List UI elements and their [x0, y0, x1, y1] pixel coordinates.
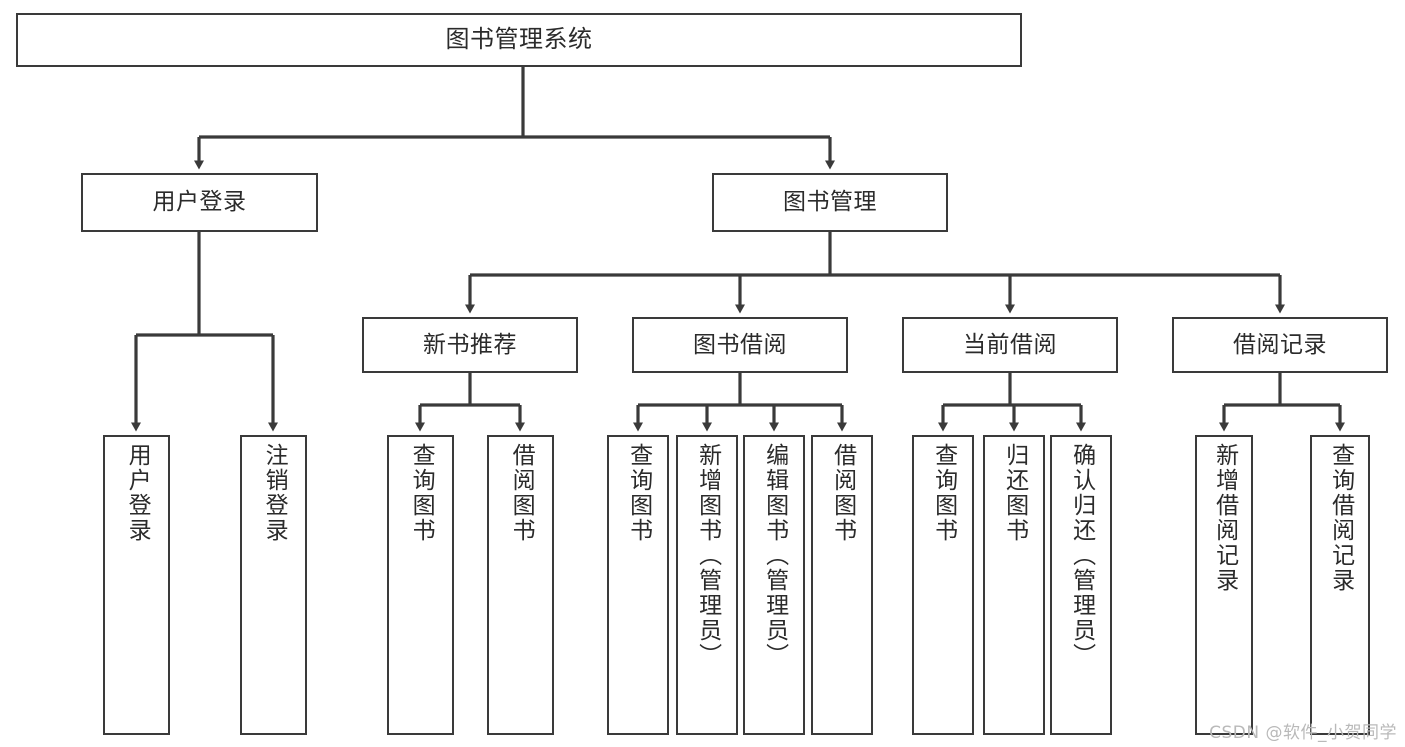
node-book-borrow-label: 图书借阅 — [693, 331, 787, 358]
node-user-login-label: 用户登录 — [152, 189, 247, 216]
leaf-add-borrow-record[interactable]: 新增借阅记录 — [1195, 435, 1253, 735]
leaf-query-book-3-label: 查询图书 — [930, 443, 957, 543]
leaf-edit-book-admin-label: 编辑图书（管理员） — [761, 443, 788, 668]
leaf-query-book-1-label: 查询图书 — [408, 443, 435, 543]
leaf-edit-book-admin[interactable]: 编辑图书（管理员） — [743, 435, 805, 735]
leaf-borrow-book-1[interactable]: 借阅图书 — [487, 435, 554, 735]
node-new-book-recommend[interactable]: 新书推荐 — [362, 317, 578, 373]
node-book-borrow[interactable]: 图书借阅 — [632, 317, 848, 373]
leaf-query-borrow-record[interactable]: 查询借阅记录 — [1310, 435, 1370, 735]
node-borrow-record[interactable]: 借阅记录 — [1172, 317, 1388, 373]
leaf-return-book[interactable]: 归还图书 — [983, 435, 1045, 735]
node-new-book-recommend-label: 新书推荐 — [423, 331, 517, 358]
node-root-label: 图书管理系统 — [445, 25, 593, 54]
node-user-login[interactable]: 用户登录 — [81, 173, 318, 232]
leaf-logout-login[interactable]: 注销登录 — [240, 435, 307, 735]
node-current-borrow[interactable]: 当前借阅 — [902, 317, 1118, 373]
leaf-query-borrow-record-label: 查询借阅记录 — [1327, 443, 1354, 593]
leaf-confirm-return-admin-label: 确认归还（管理员） — [1068, 443, 1095, 668]
leaf-borrow-book-2-label: 借阅图书 — [829, 443, 856, 543]
leaf-add-borrow-record-label: 新增借阅记录 — [1211, 443, 1238, 593]
leaf-query-book-1[interactable]: 查询图书 — [387, 435, 454, 735]
leaf-query-book-2-label: 查询图书 — [625, 443, 652, 543]
node-book-manage[interactable]: 图书管理 — [712, 173, 948, 232]
leaf-add-book-admin[interactable]: 新增图书（管理员） — [676, 435, 738, 735]
watermark-text: CSDN @软件_小贺同学 — [1209, 723, 1397, 743]
leaf-confirm-return-admin[interactable]: 确认归还（管理员） — [1050, 435, 1112, 735]
leaf-query-book-2[interactable]: 查询图书 — [607, 435, 669, 735]
node-root[interactable]: 图书管理系统 — [16, 13, 1022, 67]
leaf-user-login[interactable]: 用户登录 — [103, 435, 170, 735]
node-book-manage-label: 图书管理 — [783, 189, 877, 216]
node-current-borrow-label: 当前借阅 — [963, 331, 1057, 358]
leaf-logout-login-label: 注销登录 — [261, 443, 288, 543]
leaf-return-book-label: 归还图书 — [1001, 443, 1028, 543]
leaf-query-book-3[interactable]: 查询图书 — [912, 435, 974, 735]
leaf-borrow-book-2[interactable]: 借阅图书 — [811, 435, 873, 735]
leaf-add-book-admin-label: 新增图书（管理员） — [694, 443, 721, 668]
leaf-borrow-book-1-label: 借阅图书 — [508, 443, 535, 543]
node-borrow-record-label: 借阅记录 — [1233, 331, 1327, 358]
leaf-user-login-label: 用户登录 — [124, 443, 151, 543]
